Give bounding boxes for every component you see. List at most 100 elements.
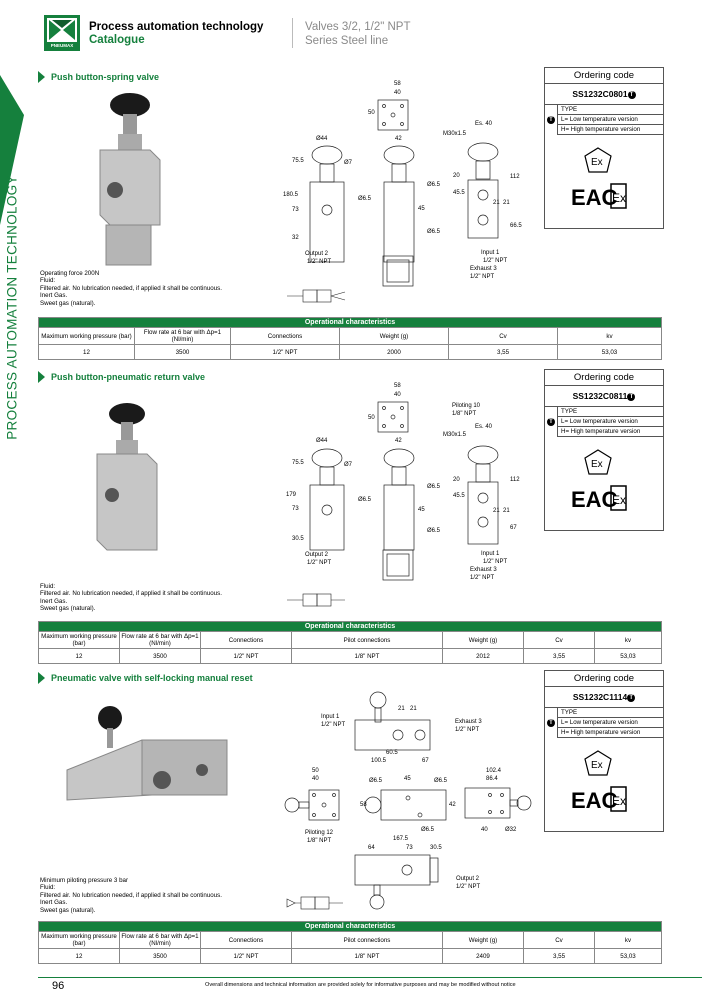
type-badge-icon: T bbox=[547, 719, 555, 727]
table-cell: 53,03 bbox=[594, 648, 662, 664]
dim-label: 67 bbox=[510, 525, 517, 531]
dim-label: 20 bbox=[453, 477, 460, 483]
doc-title: Valves 3/2, 1/2" NPT bbox=[305, 21, 411, 33]
column-header: kv bbox=[557, 327, 662, 345]
note-line: Fluid: bbox=[40, 884, 56, 892]
dim-label: 42 bbox=[395, 438, 402, 444]
dim-label: 1/2" NPT bbox=[307, 560, 332, 566]
dim-label: 45 bbox=[418, 206, 425, 212]
dim-label: 45 bbox=[404, 776, 411, 782]
column-header: Connections bbox=[230, 327, 340, 345]
table-cell: 2000 bbox=[339, 344, 449, 360]
dim-label: 1/8" NPT bbox=[452, 411, 477, 417]
table-cell: 1/8" NPT bbox=[291, 648, 443, 664]
dim-label: 1/2" NPT bbox=[307, 259, 332, 265]
table-cell: 12 bbox=[38, 948, 120, 964]
dim-label: Ø6.5 bbox=[358, 497, 372, 503]
dim-label: Output 2 bbox=[456, 876, 480, 882]
column-header: Flow rate at 6 bar with Δp=1 (Nl/min) bbox=[119, 931, 201, 949]
type-badge-icon: T bbox=[547, 116, 555, 124]
table-title: Operational characteristics bbox=[38, 921, 662, 932]
dim-label: Ø7 bbox=[344, 462, 353, 468]
dim-label: 50 bbox=[312, 768, 319, 774]
section-arrow-icon bbox=[38, 71, 45, 83]
footer-disclaimer: Overall dimensions and technical informa… bbox=[205, 982, 516, 988]
dim-label: 1/2" NPT bbox=[455, 727, 480, 733]
dim-label: Ø6.5 bbox=[427, 484, 441, 490]
table-cell: 1/8" NPT bbox=[291, 948, 443, 964]
dim-label: 45.5 bbox=[453, 190, 465, 196]
dim-label: Ø44 bbox=[316, 438, 328, 444]
column-header: Connections bbox=[200, 631, 292, 649]
svg-text:EAC: EAC bbox=[571, 185, 618, 210]
table-cell: 53,03 bbox=[594, 948, 662, 964]
table-cell: 3,55 bbox=[523, 648, 595, 664]
note-line: Sweet gas (natural). bbox=[40, 299, 96, 307]
note-line: Fluid: bbox=[40, 583, 56, 590]
dim-label: Ø32 bbox=[505, 827, 517, 833]
dim-label: 1/2" NPT bbox=[483, 258, 508, 264]
dim-label: 73 bbox=[292, 506, 299, 512]
pneumatic-symbol-icon bbox=[285, 286, 350, 311]
dim-label: 21 bbox=[503, 508, 510, 514]
svg-text:Ex: Ex bbox=[612, 794, 626, 808]
dim-label: 40 bbox=[394, 90, 401, 96]
type-badge-icon: T bbox=[627, 392, 636, 401]
type-option-high: H= High temperature version bbox=[558, 125, 663, 135]
characteristics-table-2: Operational characteristics Maximum work… bbox=[38, 621, 662, 664]
table-cell: 3500 bbox=[119, 948, 201, 964]
dim-label: 30.5 bbox=[430, 845, 442, 851]
code-text: SS1232C1114 bbox=[572, 692, 628, 702]
pneumatic-symbol-icon bbox=[285, 590, 350, 615]
column-header: Cv bbox=[448, 327, 558, 345]
svg-text:Ex: Ex bbox=[591, 157, 603, 168]
dim-label: Ø6.5 bbox=[427, 229, 441, 235]
column-header: Weight (g) bbox=[442, 631, 524, 649]
dim-label: 1/8" NPT bbox=[307, 838, 332, 844]
dim-label: Input 1 bbox=[481, 551, 500, 557]
column-header: Pilot connections bbox=[291, 631, 443, 649]
code-text: SS1232C0801 bbox=[572, 89, 628, 99]
page-number: 96 bbox=[52, 980, 65, 992]
dim-label: 1/2" NPT bbox=[470, 274, 495, 280]
technical-drawing-1 bbox=[280, 80, 530, 295]
dim-label: Exhaust 3 bbox=[455, 719, 482, 725]
dim-label: 180.5 bbox=[283, 192, 299, 198]
notes-3: Minimum piloting pressure 3 bar Fluid: F… bbox=[40, 877, 340, 914]
eac-ex-icon: EAC Ex bbox=[571, 483, 627, 518]
footer-rule bbox=[38, 977, 702, 978]
column-header: Cv bbox=[523, 631, 595, 649]
table-cell: 3500 bbox=[134, 344, 231, 360]
dim-label: 21 bbox=[493, 200, 500, 206]
note-line: Fluid: bbox=[40, 277, 56, 285]
dim-label: 1/2" NPT bbox=[456, 884, 481, 890]
column-header: Connections bbox=[200, 931, 292, 949]
dim-label: Ø7 bbox=[344, 160, 353, 166]
type-option-low: L= Low temperature version bbox=[558, 718, 663, 728]
dim-label: 58 bbox=[394, 81, 401, 87]
ordering-code-label: Ordering code bbox=[545, 68, 663, 84]
dim-label: 1/2" NPT bbox=[470, 575, 495, 581]
table-title: Operational characteristics bbox=[38, 317, 662, 328]
table-cell: 3,55 bbox=[448, 344, 558, 360]
type-label: TYPE bbox=[558, 708, 663, 718]
table-cell: 53,03 bbox=[557, 344, 662, 360]
table-cell: 2409 bbox=[442, 948, 524, 964]
dim-label: Ø44 bbox=[316, 136, 328, 142]
dim-label: 73 bbox=[292, 207, 299, 213]
table-title: Operational characteristics bbox=[38, 621, 662, 632]
note-line: Minimum piloting pressure 3 bar bbox=[40, 877, 129, 884]
type-badge-icon: T bbox=[547, 418, 555, 426]
svg-text:Ex: Ex bbox=[612, 191, 626, 205]
section-arrow-icon bbox=[38, 672, 45, 684]
technical-drawing-2 bbox=[280, 380, 530, 590]
dim-label: Ø6.5 bbox=[421, 827, 435, 833]
dim-label: 179 bbox=[286, 492, 297, 498]
dim-label: 45 bbox=[418, 507, 425, 513]
dim-label: M30x1.5 bbox=[443, 432, 467, 438]
dim-label: Exhaust 3 bbox=[470, 266, 497, 272]
header-divider bbox=[292, 18, 293, 48]
